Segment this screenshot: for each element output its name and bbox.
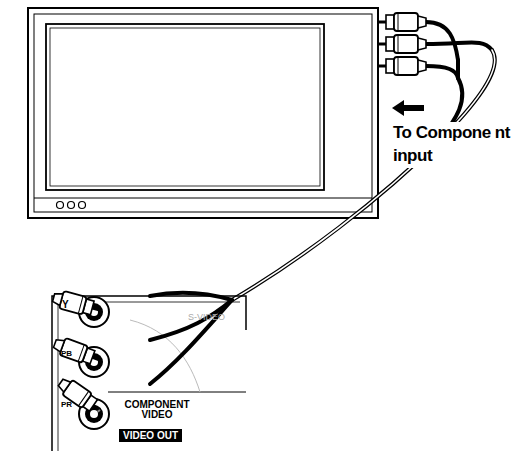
jack-label: Y	[62, 299, 69, 310]
rear-panel	[52, 296, 246, 451]
connection-note: To Compone nt input	[393, 122, 517, 168]
jack-label: PR	[61, 401, 72, 410]
television	[28, 8, 378, 218]
panel-label: COMPONENT VIDEO	[121, 400, 193, 420]
jack-label: S-VIDEO	[188, 313, 225, 323]
direction-arrow	[392, 100, 424, 116]
jack-label: PB	[61, 350, 72, 359]
panel-label: VIDEO OUT	[119, 429, 182, 442]
